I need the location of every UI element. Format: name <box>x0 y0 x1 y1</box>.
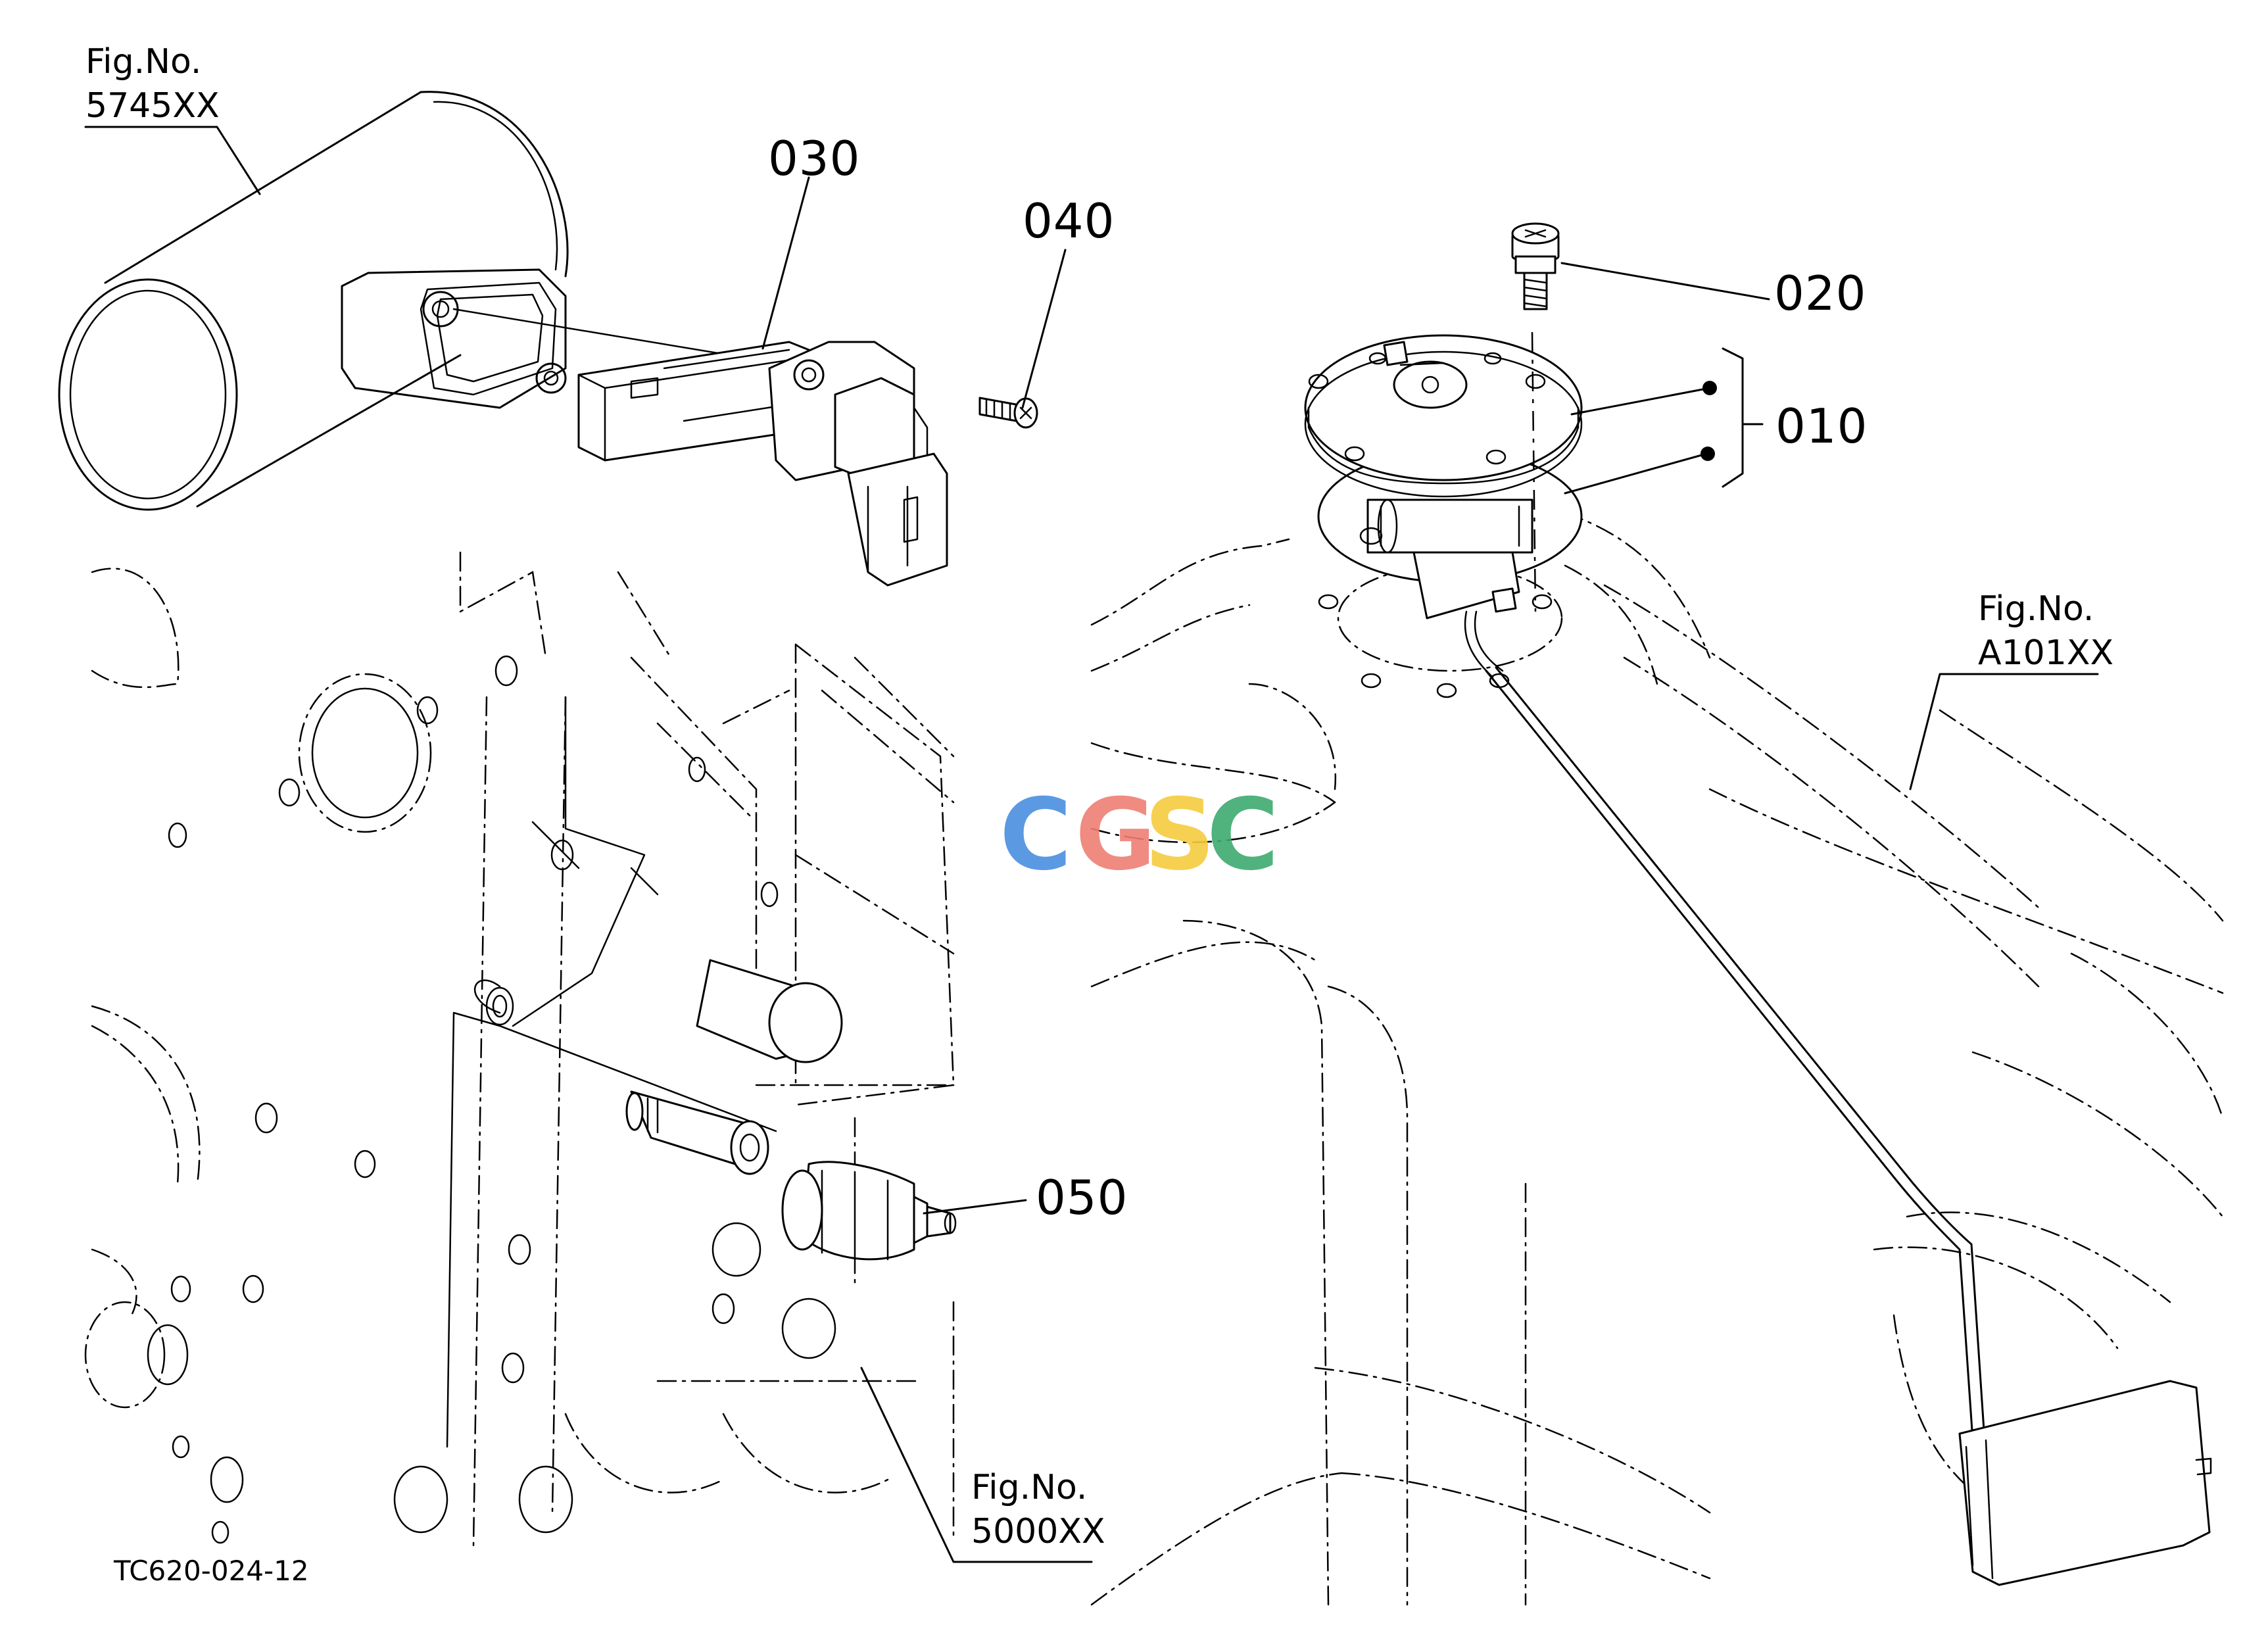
fig-ref-5000xx-title: Fig.No. <box>971 1468 1088 1507</box>
callout-030: 030 <box>768 131 861 186</box>
fuel-tank <box>1090 512 2224 1606</box>
drawing-number: TC620-024-12 <box>114 1555 309 1587</box>
fig-ref-a101xx-title: Fig.No. <box>1978 589 2094 629</box>
fig-ref-5000xx-number: 5000XX <box>971 1512 1105 1551</box>
fig-ref-a101xx-number: A101XX <box>1978 633 2114 673</box>
leader-lines <box>84 126 2099 1563</box>
air-cleaner-duct <box>58 91 810 511</box>
callout-040: 040 <box>1023 193 1115 249</box>
fig-ref-5745xx-title: Fig.No. <box>85 42 202 82</box>
callout-010: 010 <box>1775 399 1868 454</box>
watermark-letter-c1: C <box>1000 778 1073 892</box>
air-flow-sensor <box>577 341 948 587</box>
callout-050: 050 <box>1036 1170 1128 1225</box>
engine-block <box>84 551 955 1547</box>
callout-020: 020 <box>1774 266 1867 321</box>
fig-ref-5745xx-number: 5745XX <box>85 86 220 126</box>
oil-pressure-switch <box>625 1090 957 1261</box>
watermark-letter-g: G <box>1075 778 1157 892</box>
screw-020 <box>1511 222 1560 310</box>
fuel-sender-unit <box>1304 331 2212 1586</box>
screw-040 <box>978 397 1038 429</box>
watermark-letter-c2: C <box>1207 778 1280 892</box>
watermark-letter-s: S <box>1144 778 1216 892</box>
